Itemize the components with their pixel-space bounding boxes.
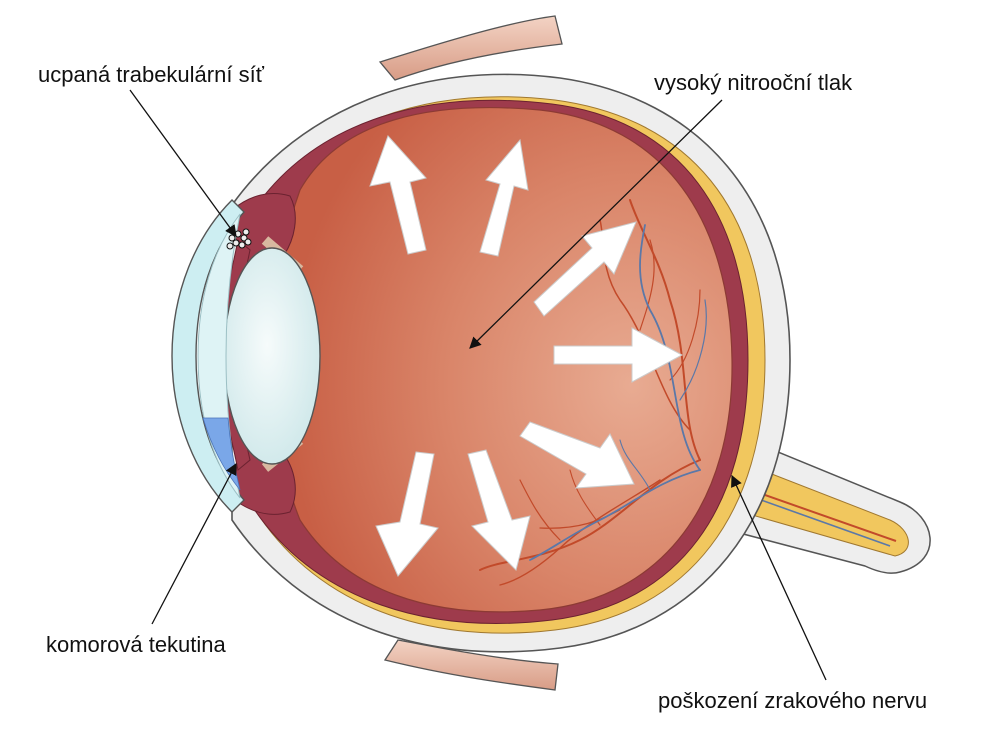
retinal-vessels: [479, 199, 701, 586]
label-high-intraocular-pressure: vysoký nitrooční tlak: [654, 70, 853, 95]
pressure-arrow-5: [519, 421, 635, 489]
lens: [223, 247, 321, 465]
leader-trabecular: [129, 89, 237, 237]
retinal-veins: [529, 224, 707, 561]
leader-lines: [129, 89, 827, 681]
upper-muscle: [378, 15, 563, 81]
leader-nerve: [731, 474, 827, 681]
pressure-arrows: [369, 135, 684, 577]
pressure-arrow-1: [369, 135, 427, 255]
pressure-arrow-2: [479, 138, 529, 257]
cornea: [171, 199, 245, 513]
pressure-arrow-7: [375, 451, 439, 577]
pressure-arrow-6: [467, 449, 531, 571]
leader-pressure: [469, 99, 723, 349]
pressure-arrow-4: [553, 327, 684, 383]
label-optic-nerve-damage: poškození zrakového nervu: [658, 688, 928, 713]
label-blocked-trabecular-meshwork: ucpaná trabekulární síť: [38, 62, 264, 87]
pressure-arrow-3: [533, 221, 637, 317]
label-aqueous-humor: komorová tekutina: [46, 632, 226, 657]
leader-aqueous: [151, 462, 237, 625]
